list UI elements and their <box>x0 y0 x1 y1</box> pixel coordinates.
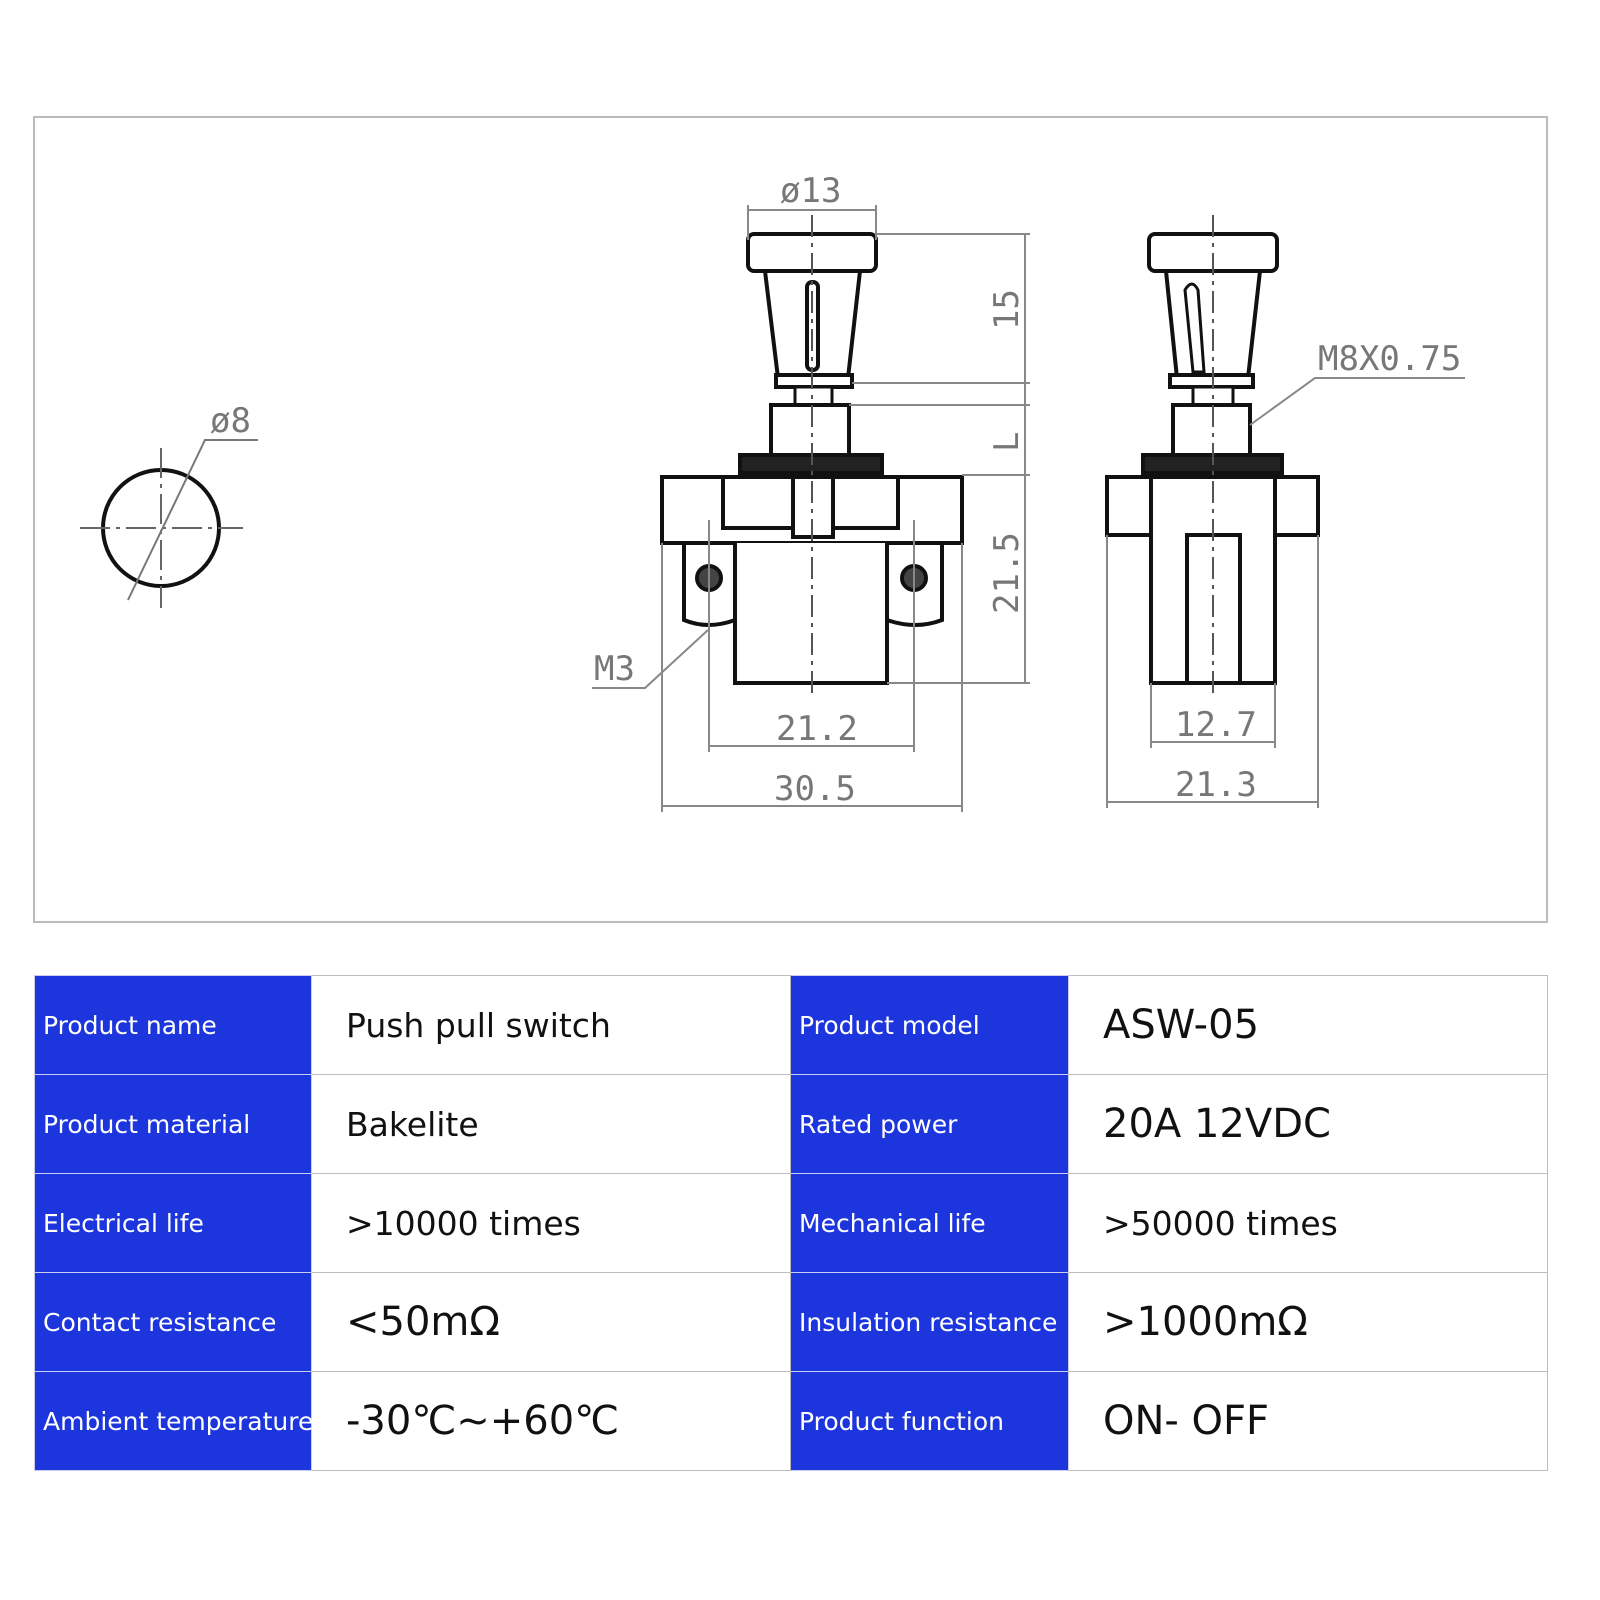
spec-table: Product name Push pull switch Product mo… <box>34 975 1548 1471</box>
front-view-dimensions <box>592 205 1030 812</box>
spec-label: Product function <box>790 1371 1069 1471</box>
spec-label: Product name <box>34 975 312 1075</box>
table-row: Electrical life >10000 times Mechanical … <box>34 1173 1548 1273</box>
spec-label: Ambient temperature <box>34 1371 313 1471</box>
panel-hole-view <box>80 439 258 608</box>
dimension-drawing: ø8 ø13 15 L 21.5 M3 21.2 30.5 <box>33 116 1548 923</box>
knob-height-label: 15 <box>987 289 1027 330</box>
spec-label: Contact resistance <box>34 1272 312 1372</box>
table-row: Ambient temperature -30℃~+60℃ Product fu… <box>34 1371 1548 1471</box>
hole-diameter-label: ø8 <box>210 401 251 441</box>
table-row: Contact resistance <50mΩ Insulation resi… <box>34 1272 1548 1372</box>
spec-value: >50000 times <box>1068 1173 1548 1273</box>
drawing-frame <box>33 116 1548 923</box>
bushing-length-label: L <box>987 432 1027 452</box>
front-width-label: 30.5 <box>774 769 856 809</box>
spec-value: 20A 12VDC <box>1068 1074 1548 1174</box>
spec-label: Product model <box>790 975 1069 1075</box>
spec-value: >10000 times <box>311 1173 791 1273</box>
spec-value: ON- OFF <box>1068 1371 1548 1471</box>
spec-label: Rated power <box>790 1074 1069 1174</box>
table-row: Product material Bakelite Rated power 20… <box>34 1074 1548 1174</box>
spec-label: Insulation resistance <box>790 1272 1069 1372</box>
spec-value: -30℃~+60℃ <box>311 1371 791 1471</box>
spec-label: Electrical life <box>34 1173 312 1273</box>
knob-diameter-label: ø13 <box>780 171 841 211</box>
spec-label: Product material <box>34 1074 312 1174</box>
side-view-dimensions <box>1106 377 1465 808</box>
spec-value: Push pull switch <box>311 975 791 1075</box>
spec-value: ASW-05 <box>1068 975 1548 1075</box>
bushing-thread-label: M8X0.75 <box>1318 339 1461 379</box>
front-view <box>660 215 964 695</box>
spec-value: Bakelite <box>311 1074 791 1174</box>
terminal-thread-label: M3 <box>594 649 635 689</box>
spec-label: Mechanical life <box>790 1173 1069 1273</box>
terminal-spacing-label: 21.2 <box>776 709 858 749</box>
side-view <box>1105 215 1320 695</box>
spec-value: >1000mΩ <box>1068 1272 1548 1372</box>
spec-value: <50mΩ <box>311 1272 791 1372</box>
table-row: Product name Push pull switch Product mo… <box>34 975 1548 1075</box>
body-height-label: 21.5 <box>987 532 1027 614</box>
side-width-label: 21.3 <box>1175 765 1257 805</box>
side-inner-width-label: 12.7 <box>1175 705 1257 745</box>
